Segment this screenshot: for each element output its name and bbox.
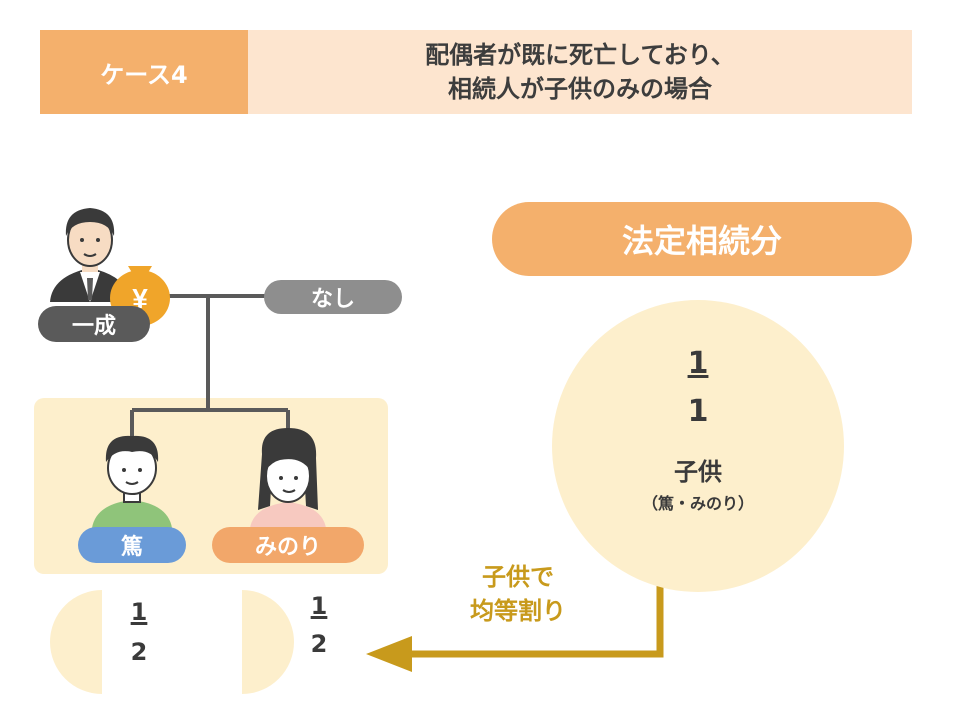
child1-name-badge: 篤 [78, 527, 186, 563]
boy-icon [92, 435, 172, 528]
share2-denominator: 2 [310, 630, 328, 658]
girl-icon [250, 428, 326, 528]
case-label: ケース4 [40, 30, 248, 114]
case-title-line1: 配偶者が既に死亡しており、 [425, 41, 735, 69]
legal-share-title: 法定相続分 [492, 202, 912, 276]
legal-share-numerator: 1 [687, 346, 709, 381]
case-title-line2: 相続人が子供のみの場合 [448, 75, 712, 103]
spouse-badge: なし [264, 280, 402, 314]
legal-share-denominator: 1 [687, 394, 709, 429]
share1-denominator: 2 [130, 638, 148, 666]
father-icon [50, 208, 130, 302]
child2-name-badge: みのり [212, 527, 364, 563]
division-label-line2: 均等割り [470, 597, 566, 625]
legal-share-heir-detail: （篤・みのり） [641, 494, 754, 513]
division-label-line1: 子供で [482, 563, 554, 591]
case-title: 配偶者が既に死亡しており、 相続人が子供のみの場合 [248, 30, 912, 114]
share2-numerator: 1 [310, 592, 328, 620]
share1-numerator: 1 [130, 598, 148, 626]
share-half-circle-1 [50, 590, 102, 694]
legal-share-heir: 子供 [674, 458, 722, 486]
division-label: 子供で 均等割り [458, 560, 578, 628]
share-half-circle-2 [242, 590, 294, 694]
father-name-badge: 一成 [38, 306, 150, 342]
legal-share-circle [552, 300, 844, 592]
